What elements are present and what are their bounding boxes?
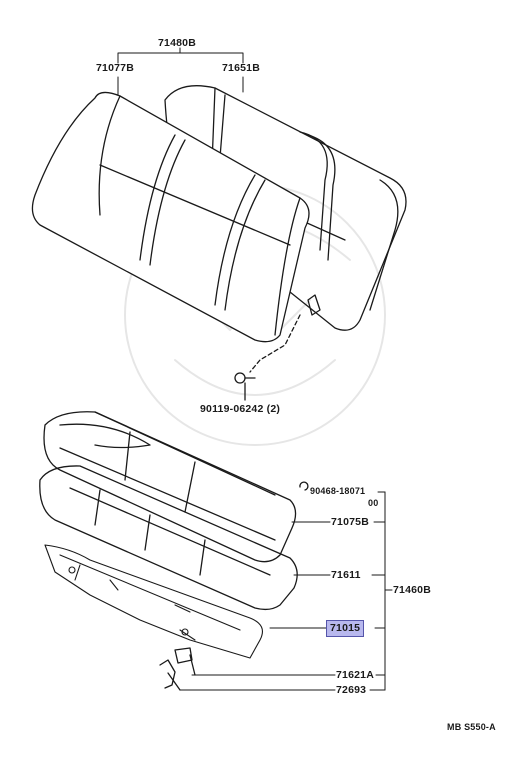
clip-90468 bbox=[299, 481, 309, 491]
label-72693: 72693 bbox=[336, 684, 367, 696]
label-71480b: 71480B bbox=[158, 37, 196, 49]
label-90119-06242: 90119-06242 (2) bbox=[200, 403, 281, 415]
label-71621a: 71621A bbox=[336, 669, 374, 681]
label-71015-highlighted[interactable]: 71015 bbox=[326, 620, 365, 637]
label-71651b: 71651B bbox=[222, 62, 260, 74]
leader-lines-right bbox=[179, 491, 393, 691]
label-71075b: 71075B bbox=[331, 516, 369, 528]
figure-id: MB S550-A bbox=[447, 722, 496, 732]
label-71611: 71611 bbox=[331, 569, 361, 581]
seat-back-left bbox=[31, 91, 310, 343]
seat-cushion-pad bbox=[39, 465, 298, 611]
label-71460b: 71460B bbox=[393, 584, 431, 596]
hook-72693 bbox=[159, 659, 181, 691]
seat-cushion-cover bbox=[43, 411, 297, 563]
bolt-90119 bbox=[234, 294, 321, 401]
seat-cushion-frame bbox=[44, 544, 263, 659]
label-90468-18071: 90468-18071 bbox=[310, 486, 366, 496]
label-71077b: 71077B bbox=[96, 62, 134, 74]
label-90468-suffix: 00 bbox=[368, 498, 379, 508]
bracket-71621a bbox=[174, 647, 196, 676]
leader-lines-top bbox=[117, 47, 244, 99]
